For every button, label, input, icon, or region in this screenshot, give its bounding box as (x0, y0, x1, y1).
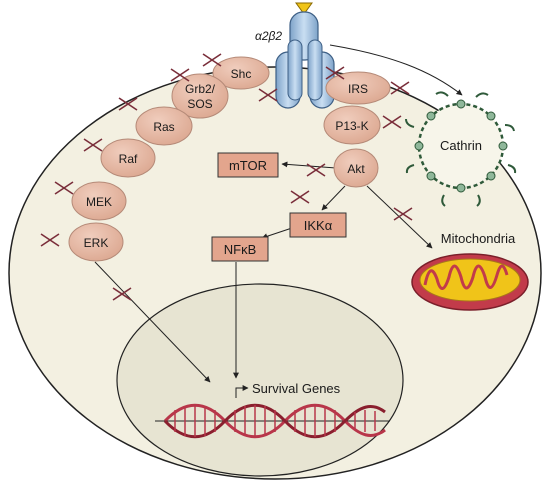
inhibitor-x-icon (382, 115, 402, 129)
arrow-erk-nucleus (94, 261, 211, 383)
protein-grb2-sos: Grb2/ SOS (171, 73, 229, 119)
ras-label: Ras (153, 120, 174, 134)
inhibitor-x-icon (54, 181, 74, 195)
survival-genes-label: Survival Genes (252, 381, 341, 396)
inhibitor-x-icon (306, 163, 326, 177)
erk-label: ERK (84, 236, 109, 250)
mitochondria-label: Mitochondria (441, 231, 516, 246)
akt-label: Akt (347, 162, 365, 176)
dna-helix (155, 403, 390, 439)
ikk-label: IKKα (304, 218, 333, 233)
protein-irs: IRS (325, 71, 391, 105)
protein-ras: Ras (135, 106, 193, 146)
nfkb-label: NFκB (224, 242, 257, 257)
nucleus (116, 283, 404, 477)
mitochondria (411, 253, 529, 311)
inhibitor-x-icon (40, 233, 60, 247)
mtor-label: mTOR (229, 158, 267, 173)
inhibitor-x-icon (83, 138, 103, 152)
inhibitor-x-icon (258, 88, 278, 102)
grb2-label: Grb2/ (185, 82, 216, 96)
receptor-label: α2β2 (255, 29, 282, 43)
raf-label: Raf (119, 152, 138, 166)
inhibitor-x-icon (118, 97, 138, 111)
clathrin-vesicle (405, 91, 517, 207)
mek-label: MEK (86, 195, 112, 209)
inhibitor-x-icon (170, 68, 190, 82)
protein-akt: Akt (333, 148, 379, 188)
clathrin-label: Cathrin (440, 138, 482, 153)
protein-erk: ERK (68, 222, 124, 262)
shc-label: Shc (231, 67, 252, 81)
inhibitor-x-icon (325, 66, 345, 80)
inhibitor-x-icon (290, 190, 310, 204)
arrow-receptor-clathrin (329, 44, 463, 96)
inhibitor-x-icon (202, 53, 222, 67)
protein-shc: Shc (212, 56, 270, 90)
pi3k-label: P13-K (335, 119, 368, 133)
sos-label: SOS (187, 97, 212, 111)
inhibitor-x-icon (390, 81, 410, 95)
nfkb-box: NFκB (211, 236, 269, 262)
mtor-box: mTOR (217, 152, 279, 178)
inhibitor-x-icon (393, 207, 413, 221)
ikk-box: IKKα (289, 212, 347, 238)
protein-raf: Raf (100, 138, 156, 178)
protein-pi3k: P13-K (323, 105, 381, 145)
irs-label: IRS (348, 82, 368, 96)
inhibitor-x-icon (112, 287, 132, 301)
ligand-triangle-icon (295, 2, 313, 15)
arrow-akt-ikk (321, 185, 346, 211)
inhibitor-marks (40, 53, 413, 301)
protein-mek: MEK (71, 181, 127, 221)
arrow-genes (235, 385, 249, 398)
arrow-ikk-nfkb (261, 227, 293, 240)
